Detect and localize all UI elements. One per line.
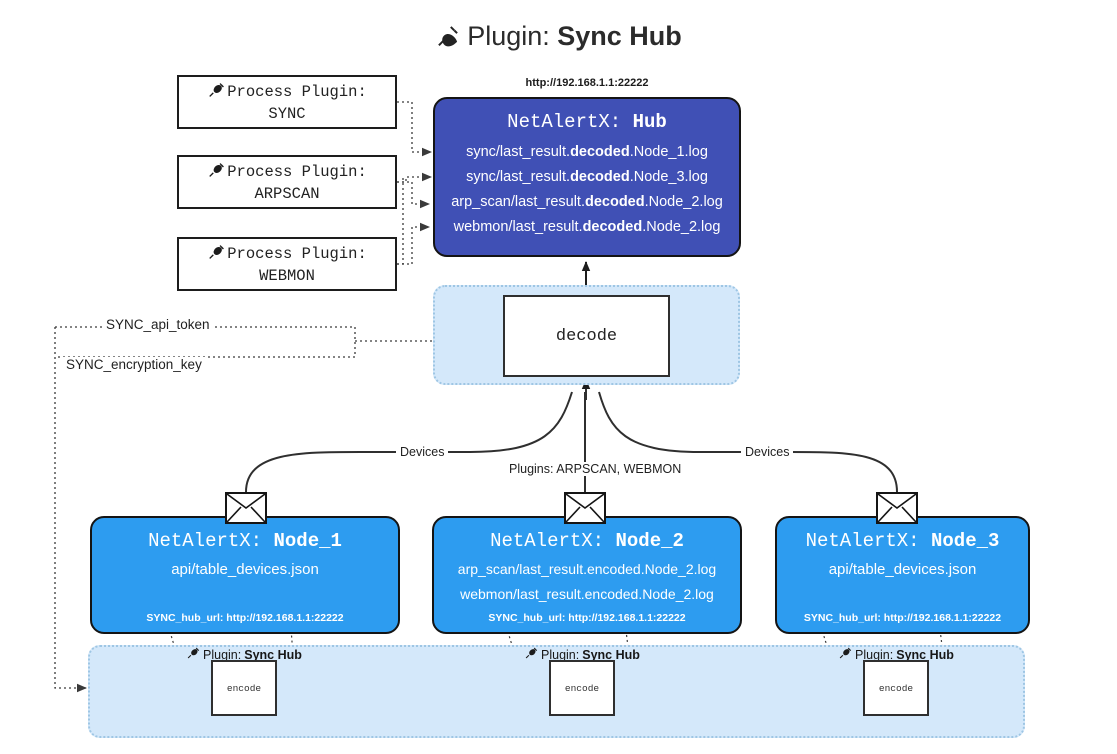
process-plugin-arpscan-line1: Process Plugin: xyxy=(227,163,367,181)
hub-log-1-post: .Node_3.log xyxy=(629,169,708,185)
node-2-hub-url: SYNC_hub_url: http://192.168.1.1:22222 xyxy=(488,612,686,624)
hub-log-row: arp_scan/last_result.decoded.Node_2.log xyxy=(435,190,739,215)
node-2-lines: arp_scan/last_result.encoded.Node_2.log … xyxy=(434,557,740,607)
hub-title: NetAlertX: Hub xyxy=(435,107,739,137)
process-plugin-webmon-line2: WEBMON xyxy=(259,266,315,285)
edge-label-devices-left: Devices xyxy=(396,445,449,459)
decode-box[interactable]: decode xyxy=(503,295,670,377)
plug-icon xyxy=(207,81,225,105)
sync-api-token-label: SYNC_api_token xyxy=(103,317,213,332)
node-1-title-name: Node_1 xyxy=(273,530,342,552)
encode-plugin-label-3: Plugin: Sync Hub xyxy=(838,646,954,663)
process-plugin-webmon-line1: Process Plugin: xyxy=(227,245,367,263)
node-2-line-1: webmon/last_result.encoded.Node_2.log xyxy=(460,586,714,602)
encode-label-2-prefix: Plugin: xyxy=(541,647,580,662)
node-node-2[interactable]: NetAlertX: Node_2 arp_scan/last_result.e… xyxy=(432,516,742,634)
envelope-icon xyxy=(876,492,918,524)
node-2-line-0: arp_scan/last_result.encoded.Node_2.log xyxy=(457,561,717,577)
process-plugin-webmon[interactable]: Process Plugin: WEBMON xyxy=(177,237,397,291)
title-prefix: Plugin: xyxy=(467,21,550,51)
node-2-title-prefix: NetAlertX: xyxy=(490,530,605,552)
node-1-line-0: api/table_devices.json xyxy=(171,561,319,578)
encode-label-1-prefix: Plugin: xyxy=(203,647,242,662)
encode-plugin-label-2: Plugin: Sync Hub xyxy=(524,646,640,663)
envelope-icon xyxy=(225,492,267,524)
hub-log-3-post: .Node_2.log xyxy=(642,219,721,235)
hub-log-0-bold: decoded xyxy=(570,144,630,160)
edge-label-devices-right: Devices xyxy=(741,445,794,459)
node-3-line-0: api/table_devices.json xyxy=(828,561,977,578)
hub-log-row: sync/last_result.decoded.Node_3.log xyxy=(435,165,739,190)
hub-url-label: http://192.168.1.1:22222 xyxy=(525,77,649,89)
envelope-icon xyxy=(564,492,606,524)
hub-log-2-bold: decoded xyxy=(584,194,645,210)
hub-title-prefix: NetAlertX: xyxy=(507,111,622,133)
hub-log-3-bold: decoded xyxy=(582,219,643,235)
process-plugin-arpscan-line2: ARPSCAN xyxy=(254,184,320,203)
encode-label-2-name: Sync Hub xyxy=(582,647,640,662)
hub-log-0-pre: sync/last_result. xyxy=(466,144,571,160)
encode-label-3-name: Sync Hub xyxy=(896,647,954,662)
hub-log-row: webmon/last_result.decoded.Node_2.log xyxy=(435,215,739,240)
encode-box-1[interactable]: encode xyxy=(211,660,277,716)
node-2-title-name: Node_2 xyxy=(615,530,684,552)
node-3-lines: api/table_devices.json xyxy=(777,557,1028,582)
plug-icon xyxy=(435,20,461,60)
hub-log-3-pre: webmon/last_result. xyxy=(453,219,583,235)
plug-icon xyxy=(838,646,852,663)
node-3-title-prefix: NetAlertX: xyxy=(805,530,920,552)
encode-box-2[interactable]: encode xyxy=(549,660,615,716)
node-3-hub-url: SYNC_hub_url: http://192.168.1.1:22222 xyxy=(803,612,1002,624)
node-1-title: NetAlertX: Node_1 xyxy=(92,527,398,555)
plug-icon xyxy=(524,646,538,663)
node-node-1[interactable]: NetAlertX: Node_1 api/table_devices.json… xyxy=(90,516,400,634)
process-plugin-sync-line1: Process Plugin: xyxy=(227,83,367,101)
plug-icon xyxy=(207,243,225,267)
hub-log-row: sync/last_result.decoded.Node_1.log xyxy=(435,140,739,165)
title-name: Sync Hub xyxy=(557,21,682,51)
process-plugin-arpscan[interactable]: Process Plugin: ARPSCAN xyxy=(177,155,397,209)
encode-box-3[interactable]: encode xyxy=(863,660,929,716)
hub-log-2-post: .Node_2.log xyxy=(644,194,723,210)
node-3-title: NetAlertX: Node_3 xyxy=(777,527,1028,555)
process-plugin-sync-line2: SYNC xyxy=(268,104,306,123)
node-1-hub-url: SYNC_hub_url: http://192.168.1.1:22222 xyxy=(146,612,344,624)
edge-label-plugins: Plugins: ARPSCAN, WEBMON xyxy=(505,462,686,476)
encode-label-1-name: Sync Hub xyxy=(244,647,302,662)
hub-log-list: sync/last_result.decoded.Node_1.log sync… xyxy=(435,140,739,240)
node-2-title: NetAlertX: Node_2 xyxy=(434,527,740,555)
hub-node[interactable]: NetAlertX: Hub sync/last_result.decoded.… xyxy=(433,97,741,257)
page-title: Plugin: Sync Hub xyxy=(0,16,1117,60)
hub-log-2-pre: arp_scan/last_result. xyxy=(451,194,585,210)
hub-title-name: Hub xyxy=(632,111,667,133)
encode-plugin-label-1: Plugin: Sync Hub xyxy=(186,646,302,663)
plug-icon xyxy=(186,646,200,663)
plug-icon xyxy=(207,161,225,185)
node-node-3[interactable]: NetAlertX: Node_3 api/table_devices.json… xyxy=(775,516,1030,634)
hub-log-1-pre: sync/last_result. xyxy=(466,169,571,185)
sync-encryption-key-label: SYNC_encryption_key xyxy=(63,357,205,372)
node-3-title-name: Node_3 xyxy=(931,530,1000,552)
node-1-lines: api/table_devices.json xyxy=(92,557,398,582)
encode-label-3-prefix: Plugin: xyxy=(855,647,894,662)
node-1-title-prefix: NetAlertX: xyxy=(148,530,263,552)
process-plugin-sync[interactable]: Process Plugin: SYNC xyxy=(177,75,397,129)
hub-log-0-post: .Node_1.log xyxy=(629,144,708,160)
hub-log-1-bold: decoded xyxy=(570,169,630,185)
